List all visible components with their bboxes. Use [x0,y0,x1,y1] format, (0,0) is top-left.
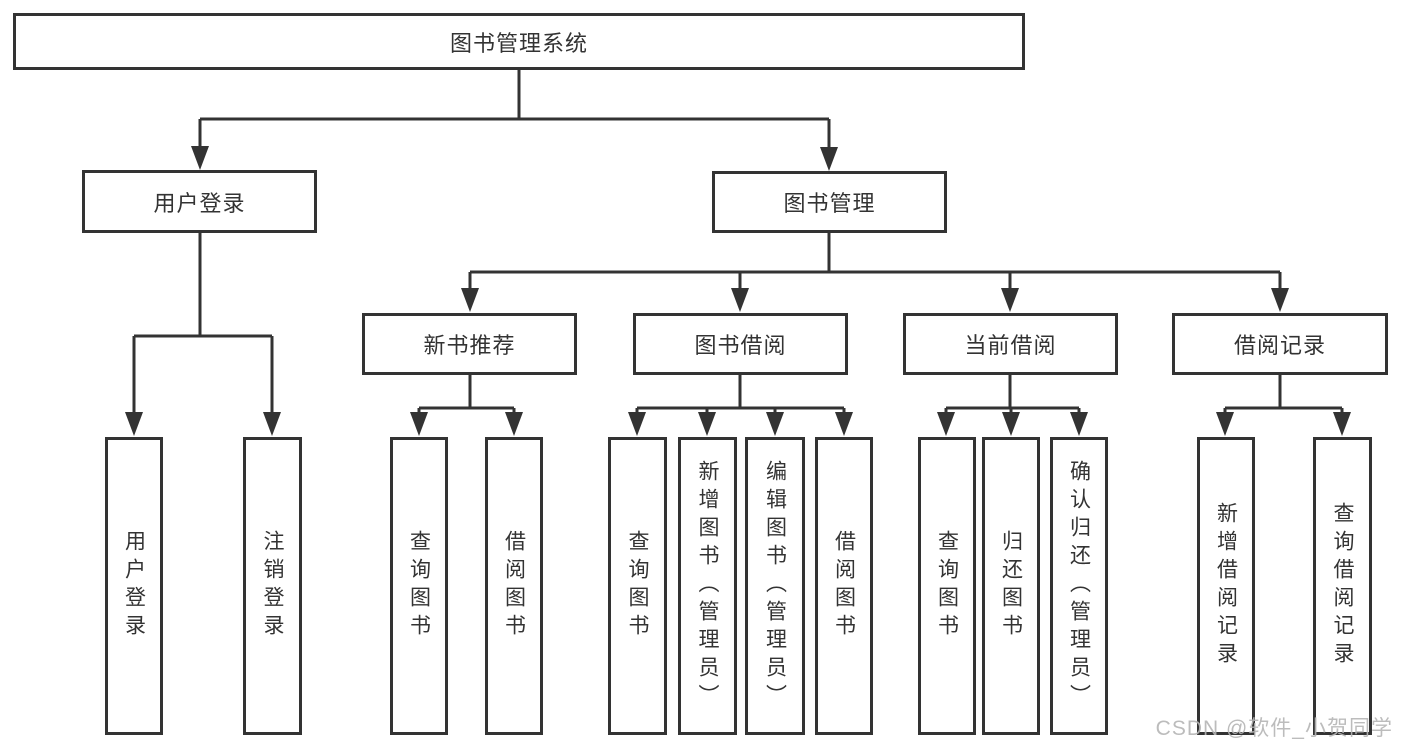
arrowhead-bor-add-books [698,412,716,436]
arrowhead-bor-borrow-books [835,412,853,436]
leaf-bor-edit-books-admin-label: 编辑图书（管理员） [763,460,787,712]
leaf-bor-edit-books-admin: 编辑图书（管理员） [745,437,805,735]
connector-current-children [937,375,1088,436]
node-new-book-recommendation-label: 新书推荐 [423,333,516,358]
arrowhead-leaf-logout [263,412,281,436]
arrowhead-bor-query-books [628,412,646,436]
arrowhead-book-borrowing [731,288,749,312]
node-book-management-label: 图书管理 [783,191,876,216]
node-book-borrowing-label: 图书借阅 [694,333,787,358]
leaf-cur-return-books: 归还图书 [982,437,1040,735]
node-root-library-system: 图书管理系统 [13,13,1025,70]
connector-records-children [1216,375,1351,436]
leaf-bor-borrow-books: 借阅图书 [815,437,873,735]
leaf-logout-login-label: 注销登录 [261,530,284,642]
leaf-bor-query-books: 查询图书 [608,437,667,735]
csdn-watermark: CSDN @软件_小贺同学 [1155,717,1393,740]
node-user-login-label: 用户登录 [153,190,246,216]
node-borrowing-records-label: 借阅记录 [1233,333,1326,358]
leaf-bor-query-books-label: 查询图书 [626,530,649,642]
leaf-bor-borrow-books-label: 借阅图书 [832,530,856,642]
arrowhead-rec-query-books [410,412,428,436]
leaf-user-login-label: 用户登录 [122,530,146,642]
leaf-cur-query-books-label: 查询图书 [935,530,959,642]
connector-borrowing-children [628,375,853,436]
node-book-borrowing: 图书借阅 [633,313,848,375]
arrowhead-user-login [191,146,209,170]
arrowhead-rec-borrow-books [505,412,523,436]
leaf-cur-query-books: 查询图书 [918,437,976,735]
connector-root-to-level2 [191,70,838,171]
arrowhead-new-book-recommendation [461,288,479,312]
leaf-logout-login: 注销登录 [243,437,302,735]
arrowhead-borrowing-records [1271,288,1289,312]
node-current-borrowing: 当前借阅 [903,313,1118,375]
leaf-rec-query-books: 查询图书 [390,437,448,735]
leaf-rec-query-books-label: 查询图书 [407,530,431,642]
leaf-query-borrow-record-label: 查询借阅记录 [1331,502,1354,670]
leaf-rec-borrow-books: 借阅图书 [485,437,543,735]
leaf-bor-add-books-admin-label: 新增图书（管理员） [696,460,719,712]
node-root-label: 图书管理系统 [449,30,588,56]
node-current-borrowing-label: 当前借阅 [964,333,1057,358]
leaf-query-borrow-record: 查询借阅记录 [1313,437,1372,735]
leaf-add-borrow-record-label: 新增借阅记录 [1214,502,1238,670]
connector-book-management-children [461,233,1289,312]
node-user-login: 用户登录 [82,170,317,233]
arrowhead-add-borrow-record [1216,412,1234,436]
connector-user-login-children [125,233,281,436]
leaf-rec-borrow-books-label: 借阅图书 [502,530,526,642]
arrowhead-leaf-user-login [125,412,143,436]
arrowhead-query-borrow-record [1333,412,1351,436]
leaf-user-login: 用户登录 [105,437,163,735]
leaf-cur-confirm-return-admin: 确认归还（管理员） [1050,437,1108,735]
node-borrowing-records: 借阅记录 [1172,313,1388,375]
node-book-management: 图书管理 [712,171,947,233]
connector-recommendation-children [410,375,523,436]
arrowhead-cur-return-books [1002,412,1020,436]
arrowhead-current-borrowing [1001,288,1019,312]
leaf-bor-add-books-admin: 新增图书（管理员） [678,437,737,735]
leaf-add-borrow-record: 新增借阅记录 [1197,437,1255,735]
leaf-cur-return-books-label: 归还图书 [999,530,1023,642]
node-new-book-recommendation: 新书推荐 [362,313,577,375]
arrowhead-cur-confirm-return [1070,412,1088,436]
arrowhead-book-management [820,147,838,171]
arrowhead-bor-edit-books [766,412,784,436]
leaf-cur-confirm-return-admin-label: 确认归还（管理员） [1067,460,1091,712]
arrowhead-cur-query-books [937,412,955,436]
